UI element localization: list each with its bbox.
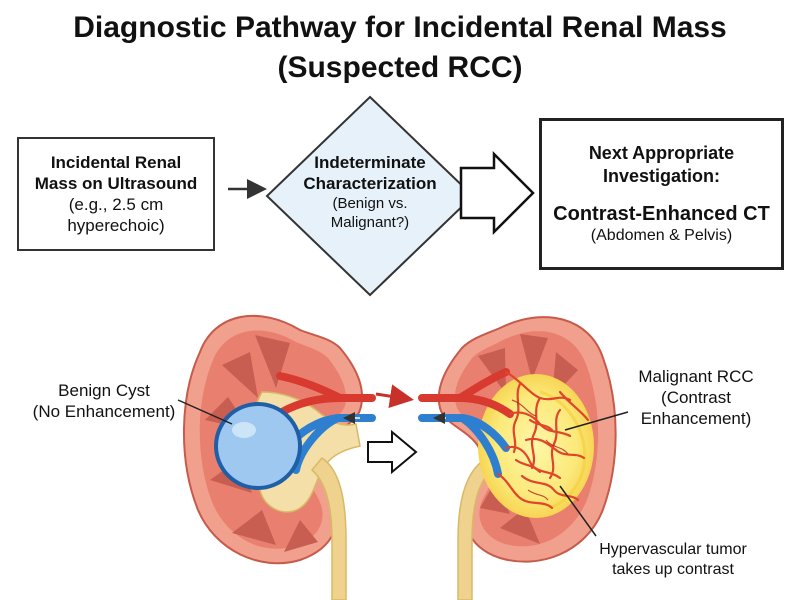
pointer-benign <box>177 399 233 425</box>
decision-line-1: Indeterminate <box>314 153 426 172</box>
title-line-2: (Suspected RCC) <box>277 51 523 84</box>
benign-cyst-label: Benign Cyst (No Enhancement) <box>14 380 194 422</box>
decision-line-3: (Benign vs. <box>332 195 408 212</box>
page-title: Diagnostic Pathway for Incidental Renal … <box>0 8 800 88</box>
ureter-left <box>310 457 347 600</box>
start-line-2: Mass on Ultrasound <box>34 174 198 193</box>
decision-text: Indeterminate Characterization (Benign v… <box>290 152 450 232</box>
tumor-vessels <box>496 370 590 510</box>
result-line-4: (Abdomen & Pelvis) <box>590 227 733 244</box>
benign-cyst <box>214 402 302 490</box>
ureter-right <box>457 458 494 600</box>
malignant-rcc-label: Malignant RCC (Contrast Enhancement) <box>618 366 774 429</box>
vein-right <box>418 414 510 478</box>
contrast-flow-arrow <box>375 384 414 409</box>
hypervascular-tumor-label: Hypervascular tumor takes up contrast <box>578 540 768 580</box>
pointer-tumor <box>559 485 597 537</box>
benign-label-line-1: Benign Cyst <box>58 381 150 400</box>
artery-right <box>418 368 514 418</box>
compare-arrow <box>367 429 418 475</box>
start-line-1: Incidental Renal <box>50 153 182 172</box>
result-line-1: Next Appropriate <box>588 143 735 163</box>
kidney-benign <box>177 314 376 600</box>
start-line-3: (e.g., 2.5 cm <box>68 195 164 214</box>
pyramid <box>255 335 290 388</box>
artery-left <box>276 372 376 416</box>
malignant-label-line-2: (Contrast <box>661 388 731 407</box>
decision-line-4: Malignant?) <box>330 214 410 231</box>
result-line-3: Contrast-Enhanced CT <box>553 203 770 225</box>
incidental-mass-box: Incidental Renal Mass on Ultrasound (e.g… <box>17 137 215 251</box>
malignant-label-line-1: Malignant RCC <box>638 367 754 386</box>
start-line-4: hyperechoic) <box>67 216 165 235</box>
pointer-malignant <box>564 411 629 431</box>
malignant-label-line-3: Enhancement) <box>640 409 752 428</box>
tumor-label-line-1: Hypervascular tumor <box>599 541 747 558</box>
title-line-1: Diagnostic Pathway for Incidental Renal … <box>73 11 727 44</box>
result-line-2: Investigation: <box>602 166 720 186</box>
arrow-decision-to-result <box>459 150 535 236</box>
decision-line-2: Characterization <box>303 174 437 193</box>
decision-diamond <box>265 95 475 297</box>
tumor-label-line-2: takes up contrast <box>612 561 734 578</box>
benign-label-line-2: (No Enhancement) <box>32 402 176 421</box>
kidney-malignant <box>418 316 629 600</box>
next-investigation-box: Next Appropriate Investigation: Contrast… <box>539 118 784 270</box>
